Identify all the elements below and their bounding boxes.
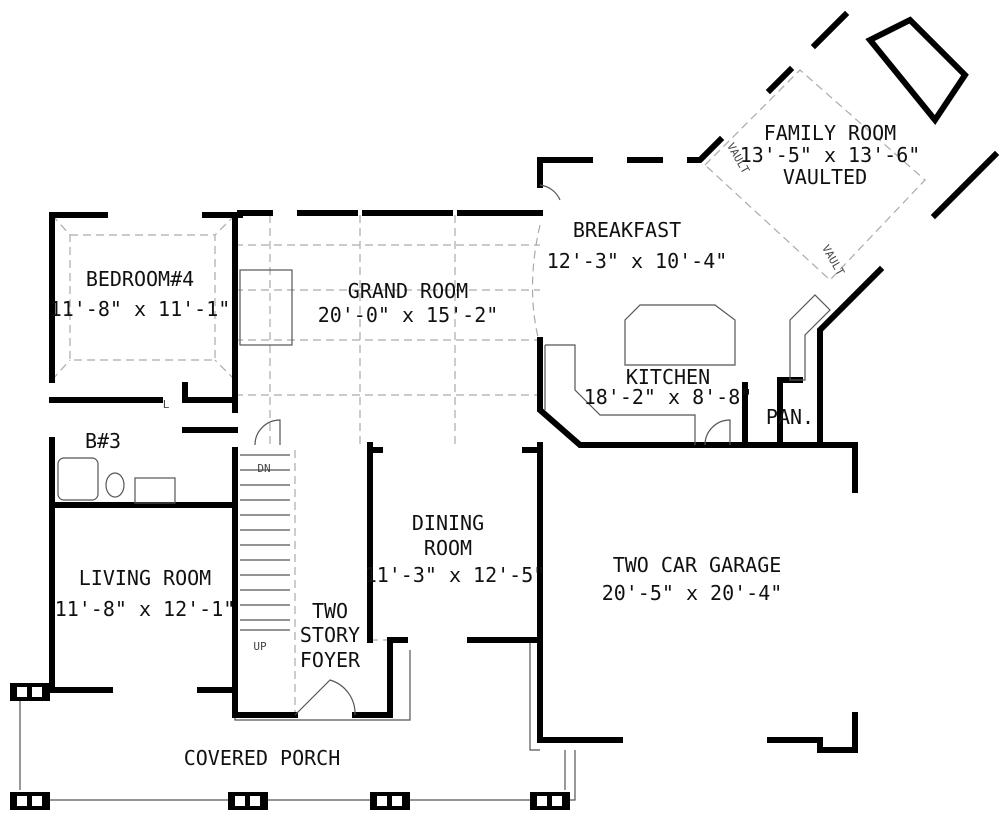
breakfast-door — [539, 184, 561, 201]
stairs-up-label: UP — [253, 640, 267, 653]
kitchen-size: 18'-2" x 8'-8" — [584, 385, 753, 409]
front-door — [294, 679, 356, 716]
kitchen-name: KITCHEN — [626, 365, 710, 389]
stairs — [240, 454, 290, 631]
bathtub — [57, 457, 99, 501]
family-room-size: 13'-5" x 13'-6" — [740, 143, 921, 167]
linen-label: L — [163, 398, 170, 411]
covered-porch-outline — [12, 640, 576, 801]
pantry-name: PAN. — [766, 405, 814, 429]
garage-size: 20'-5" x 20'-4" — [602, 581, 783, 605]
doors[interactable] — [254, 184, 731, 716]
grand-room-size: 20'-0" x 15'-2" — [318, 303, 499, 327]
garage-name: TWO CAR GARAGE — [613, 553, 782, 577]
garage-door-entry — [704, 419, 731, 446]
bedroom4-size: 11'-8" x 11'-1" — [50, 297, 231, 321]
foyer-line-3: FOYER — [300, 648, 361, 672]
vault-label-2: VAULT — [819, 243, 847, 279]
breakfast-size: 12'-3" x 10'-4" — [547, 249, 728, 273]
foyer-line-2: STORY — [300, 623, 360, 647]
toilet — [105, 472, 125, 498]
family-room-name: FAMILY ROOM — [764, 121, 896, 145]
foyer-line-1: TWO — [312, 599, 348, 623]
kitchen-island — [624, 304, 736, 366]
porch-name: COVERED PORCH — [184, 746, 341, 770]
living-room-size: 11'-8" x 12'-1" — [55, 597, 236, 621]
bath3-name: B#3 — [85, 429, 121, 453]
family-room-partition — [789, 294, 831, 381]
dining-size: 11'-3" x 12'-5" — [365, 563, 546, 587]
dining-name-2: ROOM — [424, 536, 472, 560]
dining-name: DINING — [412, 511, 484, 535]
kitchen-counter — [544, 344, 696, 445]
fireplace — [239, 269, 293, 346]
living-room-name: LIVING ROOM — [79, 566, 211, 590]
breakfast-name: BREAKFAST — [573, 218, 681, 242]
porch-posts — [10, 683, 570, 810]
walls — [49, 10, 1000, 753]
stair-door — [254, 419, 281, 446]
bath-sink — [134, 477, 176, 504]
stairs-down-label: DN — [257, 462, 270, 475]
grand-room-name: GRAND ROOM — [348, 279, 468, 303]
family-room-note: VAULTED — [783, 165, 867, 189]
bedroom4-name: BEDROOM#4 — [86, 267, 194, 291]
fixtures — [57, 269, 831, 631]
